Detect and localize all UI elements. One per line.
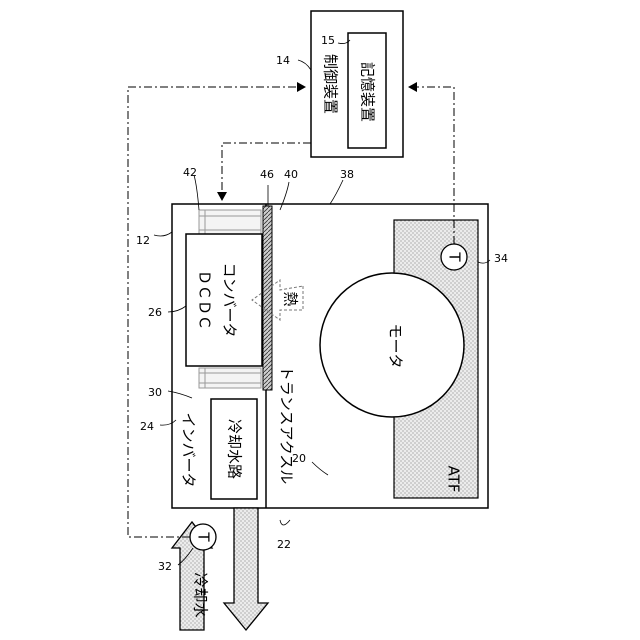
ref-42: 42 [183, 166, 197, 179]
inverter-label: インバータ [180, 412, 198, 487]
thermal-plate [263, 206, 272, 390]
ref-22: 22 [277, 538, 291, 551]
coolant-temp-sensor-label: T [195, 531, 213, 542]
atf-label: ATF [445, 466, 463, 493]
heat-label: 熱 [282, 291, 300, 306]
coolant-label: 冷却水 [192, 572, 210, 617]
ref-12: 12 [136, 234, 150, 247]
ref-24: 24 [140, 420, 154, 433]
dcdc-label-line1: ＤＣＤＣ [196, 270, 214, 330]
control-device-label: 制御装置 [322, 54, 340, 114]
ref-32: 32 [158, 560, 172, 573]
motor-label: モータ [387, 323, 405, 368]
coolant-outlet-arrow [224, 508, 268, 630]
atf-temp-sensor-label: T [446, 251, 464, 262]
cooling-channel-label: 冷却水路 [226, 419, 244, 479]
ref-20: 20 [292, 452, 306, 465]
dcdc-label-line2: コンバータ [221, 262, 239, 337]
ref-15: 15 [321, 34, 335, 47]
ref-14: 14 [276, 54, 290, 67]
ref-30: 30 [148, 386, 162, 399]
ref-38: 38 [340, 168, 354, 181]
storage-device-label: 記憶装置 [359, 62, 377, 122]
ref-26: 26 [148, 306, 162, 319]
ref-34: 34 [494, 252, 508, 265]
ref-46: 46 [260, 168, 274, 181]
transaxle-label: トランスアクスル [278, 366, 296, 485]
ref-40: 40 [284, 168, 298, 181]
